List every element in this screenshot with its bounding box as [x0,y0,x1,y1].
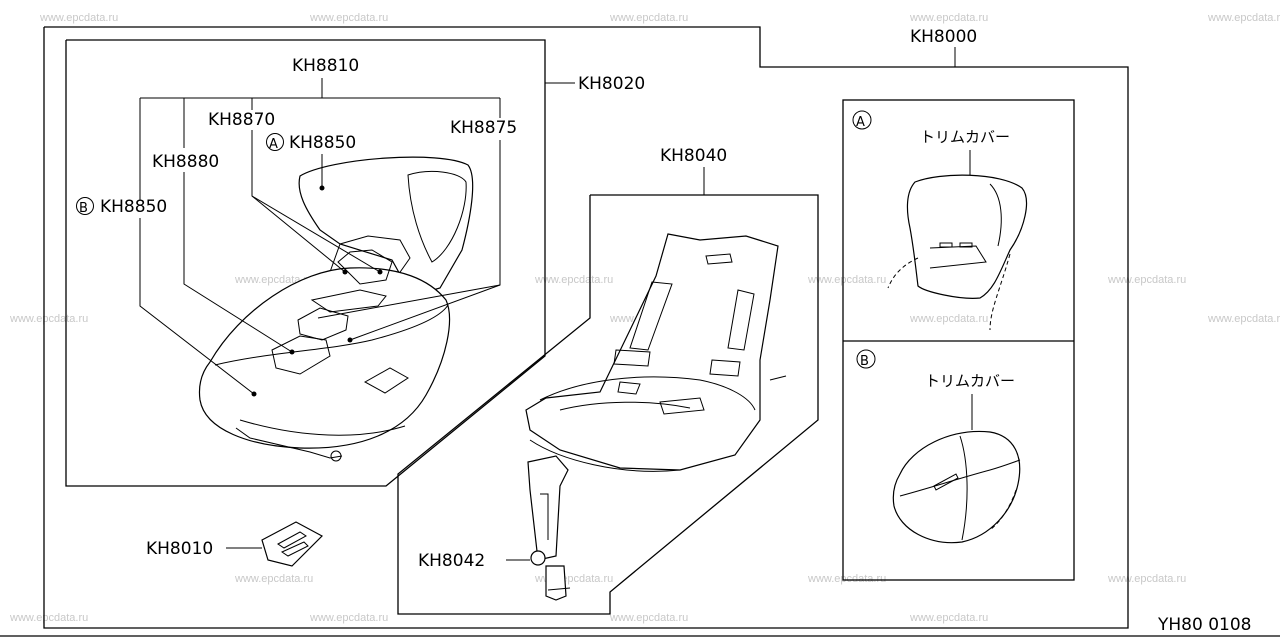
label-kh8020: KH8020 [578,74,645,94]
detail-a-marker-circle [852,110,872,130]
watermark: www.epcdata.ru [9,612,88,624]
watermark: www.epcdata.ru [909,313,988,325]
child-seat-drawing [198,156,474,462]
assembly-frame [43,26,1129,629]
watermark: www.epcdata.ru [9,313,88,325]
watermark: www.epcdata.ru [309,12,388,24]
watermark: www.epcdata.ru [909,612,988,624]
harness-clip-drawing [261,521,323,567]
label-kh8850-a: KH8850 [289,133,356,153]
label-kh8000: KH8000 [910,27,977,47]
diagram-code: YH80 0108 [1157,615,1251,635]
watermark: www.epcdata.ru [1207,12,1280,24]
watermark: www.epcdata.ru [309,612,388,624]
watermark: www.epcdata.ru [1107,573,1186,585]
isofix-base-drawing [525,233,787,601]
leader-kh8880 [183,172,293,353]
watermark: www.epcdata.ru [807,573,886,585]
label-kh8042: KH8042 [418,551,485,571]
seat-frame [65,39,546,487]
watermark: www.epcdata.ru [234,573,313,585]
watermark: www.epcdata.ru [39,12,118,24]
watermark: www.epcdata.ru [1107,274,1186,286]
point-kh8850-a [319,185,325,191]
point-kh8870-b [377,269,383,275]
point-kh8870-a [342,269,348,275]
label-kh8850-b: KH8850 [100,197,167,217]
seat-cushion-cover-drawing [892,430,1021,544]
leader-kh8850-b [139,218,255,395]
label-kh8010: KH8010 [146,539,213,559]
marker-a-circle [266,133,284,151]
watermark: www.epcdata.ru [534,274,613,286]
detail-b-marker: B [860,354,869,369]
headrest-cover-drawing [887,174,1028,331]
watermark: www.epcdata.ru [807,274,886,286]
watermark: www.epcdata.ru [234,274,313,286]
point-kh8875-a [347,337,353,343]
marker-a: A [269,137,278,152]
detail-panel [842,99,1075,581]
label-kh8880: KH8880 [152,152,219,172]
label-kh8870: KH8870 [208,110,275,130]
marker-b: B [79,201,88,216]
watermark: www.epcdata.ru [609,12,688,24]
label-kh8875: KH8875 [450,118,517,138]
watermark: www.epcdata.ru [1207,313,1280,325]
leader-kh8870-b [251,195,381,273]
leader-kh8875-b [317,284,501,319]
point-kh8850-b [251,391,257,397]
label-kh8040: KH8040 [660,146,727,166]
watermark: www.epcdata.ru [609,612,688,624]
detail-b-marker-circle [856,349,876,369]
point-kh8880 [289,349,295,355]
label-kh8810: KH8810 [292,56,359,76]
base-frame [397,194,819,615]
detail-b-caption: トリムカバー [925,372,1015,390]
detail-a-caption: トリムカバー [920,128,1010,146]
watermark: www.epcdata.ru [909,12,988,24]
marker-b-circle [76,197,94,215]
detail-a-marker: A [856,115,865,130]
